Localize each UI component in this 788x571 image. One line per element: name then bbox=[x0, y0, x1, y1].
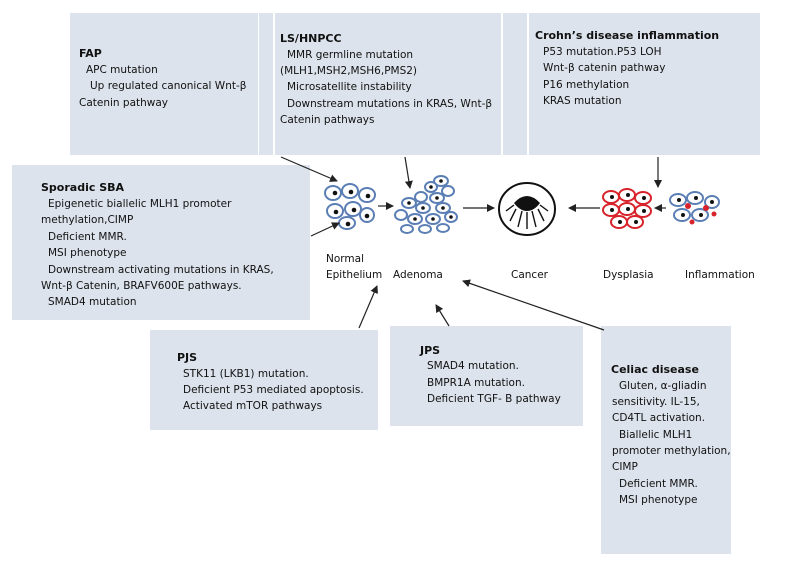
ls-hnpcc-line: Catenin pathways bbox=[280, 114, 375, 126]
ls-hnpcc-line: Microsatellite instability bbox=[287, 81, 412, 93]
stage-label-cancer: Cancer bbox=[511, 269, 548, 281]
crohns-title: Crohn’s disease inflammation bbox=[535, 29, 720, 42]
ls-hnpcc-title: LS/HNPCC bbox=[280, 32, 342, 45]
crohns-line: P53 mutation.P53 LOH bbox=[543, 46, 662, 58]
jps-box: JPS SMAD4 mutation. BMPR1A mutation. Def… bbox=[390, 326, 583, 426]
divider-box bbox=[259, 13, 273, 155]
sporadic-sba-line: SMAD4 mutation bbox=[48, 296, 137, 308]
jps-title: JPS bbox=[420, 344, 441, 357]
arrow-jps-to-adenoma bbox=[435, 304, 450, 327]
sporadic-sba-line: Wnt-β Catenin, BRAFV600E pathways. bbox=[41, 280, 242, 292]
celiac-line: promoter methylation, bbox=[612, 445, 731, 457]
normal-epithelium-illustration bbox=[324, 183, 376, 230]
celiac-line: CIMP bbox=[612, 461, 638, 473]
adenoma-illustration bbox=[394, 175, 458, 234]
fap-title: FAP bbox=[79, 47, 102, 60]
pjs-line: Deficient P53 mediated apoptosis. bbox=[183, 384, 364, 396]
crohns-line: P16 methylation bbox=[543, 79, 630, 91]
pjs-line: STK11 (LKB1) mutation. bbox=[183, 368, 309, 380]
crohns-box: Crohn’s disease inflammation P53 mutatio… bbox=[529, 13, 760, 155]
fap-line: Up regulated canonical Wnt-β bbox=[90, 80, 247, 92]
celiac-title: Celiac disease bbox=[611, 363, 699, 376]
ls-hnpcc-line: MMR germline mutation bbox=[287, 49, 414, 61]
ls-hnpcc-box: LS/HNPCC MMR germline mutation (MLH1,MSH… bbox=[275, 13, 501, 155]
celiac-box: Celiac disease Gluten, α-gliadin sensiti… bbox=[601, 326, 731, 554]
fap-line: Catenin pathway bbox=[79, 97, 169, 109]
celiac-line: Biallelic MLH1 bbox=[619, 429, 693, 441]
arrow-pjs-to-epithelium bbox=[358, 285, 378, 329]
arrow-sporadic-to-normal bbox=[310, 222, 340, 237]
crohns-line: KRAS mutation bbox=[543, 95, 622, 107]
sporadic-sba-line: methylation,CIMP bbox=[41, 214, 134, 226]
ls-hnpcc-line: Downstream mutations in KRAS, Wnt-β bbox=[287, 98, 493, 110]
fap-line: APC mutation bbox=[86, 64, 158, 76]
dysplasia-illustration bbox=[602, 188, 652, 229]
stage-label-dysplasia: Dysplasia bbox=[603, 269, 654, 281]
stage-label-normal: Normal bbox=[326, 253, 364, 265]
arrow-celiac-to-adenoma bbox=[462, 279, 605, 331]
pjs-box: PJS STK11 (LKB1) mutation. Deficient P53… bbox=[150, 330, 378, 430]
cancer-illustration bbox=[498, 182, 556, 236]
stage-label-epithelium: Epithelium bbox=[326, 269, 383, 281]
jps-line: BMPR1A mutation. bbox=[427, 377, 525, 389]
jps-line: SMAD4 mutation. bbox=[427, 360, 519, 372]
ls-hnpcc-line: (MLH1,MSH2,MSH6,PMS2) bbox=[280, 65, 418, 77]
crohns-line: Wnt-β catenin pathway bbox=[543, 62, 666, 74]
sporadic-sba-line: Downstream activating mutations in KRAS, bbox=[48, 264, 274, 276]
sporadic-sba-title: Sporadic SBA bbox=[41, 181, 125, 194]
sporadic-sba-line: Epigenetic biallelic MLH1 promoter bbox=[48, 198, 232, 210]
arrow-fap-to-normal bbox=[280, 156, 338, 182]
arrow-ls-to-adenoma bbox=[404, 156, 413, 189]
celiac-line: Deficient MMR. bbox=[619, 478, 698, 490]
stage-label-inflammation: Inflammation bbox=[685, 269, 755, 281]
divider-box bbox=[503, 13, 527, 155]
pjs-line: Activated mTOR pathways bbox=[183, 400, 323, 412]
stage-label-adenoma: Adenoma bbox=[393, 269, 443, 281]
inflammation-illustration bbox=[669, 191, 720, 225]
jps-line: Deficient TGF- B pathway bbox=[427, 393, 561, 405]
celiac-line: Gluten, α-gliadin bbox=[619, 380, 707, 392]
fap-box: FAP APC mutation Up regulated canonical … bbox=[70, 13, 258, 155]
sporadic-sba-box: Sporadic SBA Epigenetic biallelic MLH1 p… bbox=[12, 165, 310, 320]
celiac-line: CD4TL activation. bbox=[612, 412, 706, 424]
celiac-line: MSI phenotype bbox=[619, 494, 698, 506]
pjs-title: PJS bbox=[177, 351, 198, 364]
sporadic-sba-line: MSI phenotype bbox=[48, 247, 127, 259]
celiac-line: sensitivity. IL-15, bbox=[612, 396, 700, 408]
sporadic-sba-line: Deficient MMR. bbox=[48, 231, 127, 243]
